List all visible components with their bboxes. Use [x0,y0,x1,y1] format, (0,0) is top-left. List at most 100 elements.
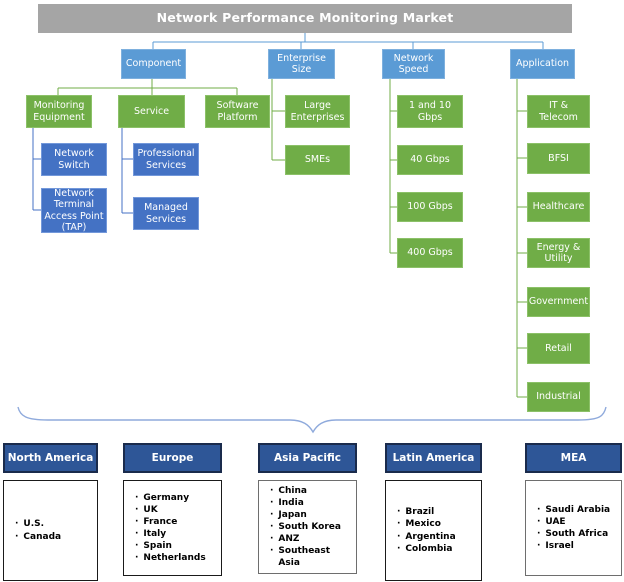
node-100-gbps: 100 Gbps [397,192,463,222]
bullet-icon: · [537,504,541,515]
country-label: Netherlands [143,553,206,564]
node-managed-services: Managed Services [133,197,199,230]
bullet-icon: · [135,553,139,564]
country-item: · Argentina [397,531,477,543]
bullet-icon: · [397,543,401,554]
country-label: India [278,497,304,508]
bullet-icon: · [135,529,139,539]
branch-component: Component [121,49,186,79]
country-item: · Italy [135,528,217,540]
country-label: Canada [23,531,62,542]
region-list-asia-pacific: · China · India · Japan · South Korea · ANZ ·… [258,480,357,574]
country-label: Argentina [405,531,456,542]
country-item: · Israel [537,540,617,552]
brace-curve [17,406,607,434]
country-item: · UAE [537,516,617,528]
node-40-gbps: 40 Gbps [397,145,463,175]
country-item: · Mexico [397,518,477,530]
country-item: · India [270,497,352,509]
bullet-icon: · [135,541,139,552]
country-item: · China [270,485,352,497]
branch-network-speed: Network Speed [382,49,445,79]
bullet-icon: · [397,531,401,542]
country-label: Japan [278,509,307,520]
node-1-and-10-gbps: 1 and 10 Gbps [397,95,463,128]
country-item: · South Korea [270,521,352,533]
region-header-north-america: North America [3,443,98,473]
node-monitoring-equipment: Monitoring Equipment [26,95,92,128]
country-item: · UK [135,504,217,516]
node-smes: SMEs [285,145,350,175]
country-label: U.S. [23,519,45,530]
root-connectors [152,33,544,49]
node-energy-utility: Energy & Utility [527,238,590,268]
region-header-latin-america: Latin America [385,443,482,473]
bullet-icon: · [135,492,139,503]
node-professional-services: Professional Services [133,143,199,176]
node-large-enterprises: Large Enterprises [285,95,350,128]
country-label: UK [143,504,158,515]
bullet-icon: · [537,516,541,527]
country-item: · Netherlands [135,552,217,564]
bullet-icon: · [270,497,274,508]
country-label: ANZ [278,534,300,545]
country-label: Italy [143,529,167,539]
region-header-mea: MEA [525,443,622,473]
bullet-icon: · [15,531,19,542]
country-label: Saudi Arabia [545,504,611,515]
country-label: Colombia [405,543,453,554]
country-item: · France [135,516,217,528]
country-label: Spain [143,541,172,552]
bullet-icon: · [135,504,139,515]
region-list-north-america: · U.S. · Canada [3,480,98,581]
country-label: Brazil [405,507,435,518]
country-item: ·Southeast Asia [270,545,352,569]
country-item: · Spain [135,540,217,552]
bullet-icon: · [537,529,541,539]
bullet-icon: · [270,534,274,545]
branch-application: Application [510,49,575,79]
node-network-switch: Network Switch [41,143,107,176]
node-retail: Retail [527,333,590,364]
country-label: South Korea [278,521,341,532]
country-item: · South Africa [537,528,617,540]
bullet-icon: · [397,519,401,530]
country-label: France [143,516,178,527]
country-label: China [278,485,307,496]
bullet-icon: · [15,519,19,530]
bullet-icon: · [270,509,274,520]
country-item: ·Brazil [397,506,477,518]
country-item: · Colombia [397,543,477,555]
blue-child-connectors [32,127,133,214]
bullet-icon: · [270,485,274,496]
node-government: Government [527,287,590,317]
country-label: Germany [143,492,190,503]
country-label: Israel [545,541,574,552]
node-healthcare: Healthcare [527,192,590,222]
node-industrial: Industrial [527,382,590,412]
node-it-telecom: IT & Telecom [527,95,590,128]
country-item: · U.S. [15,518,93,530]
country-item: · Germany [135,492,217,504]
country-item: · Canada [15,531,93,543]
country-label: South Africa [545,529,609,539]
country-item: · Japan [270,509,352,521]
green-connectors [57,79,527,398]
bullet-icon: · [270,521,274,532]
country-label: UAE [545,516,566,527]
region-list-mea: · Saudi Arabia · UAE · South Africa · Israel [525,480,622,576]
root-node: Network Performance Monitoring Market [38,4,572,33]
region-header-asia-pacific: Asia Pacific [258,443,357,473]
branch-enterprise-size: Enterprise Size [268,49,335,79]
node-bfsi: BFSI [527,143,590,174]
country-label: Mexico [405,519,441,530]
bullet-icon: · [537,541,541,552]
country-label: Southeast Asia [278,546,331,569]
node-400-gbps: 400 Gbps [397,238,463,268]
bullet-icon: · [135,516,139,527]
region-header-europe: Europe [123,443,222,473]
node-network-tap: Network Terminal Access Point (TAP) [41,188,107,233]
node-service: Service [118,95,185,128]
